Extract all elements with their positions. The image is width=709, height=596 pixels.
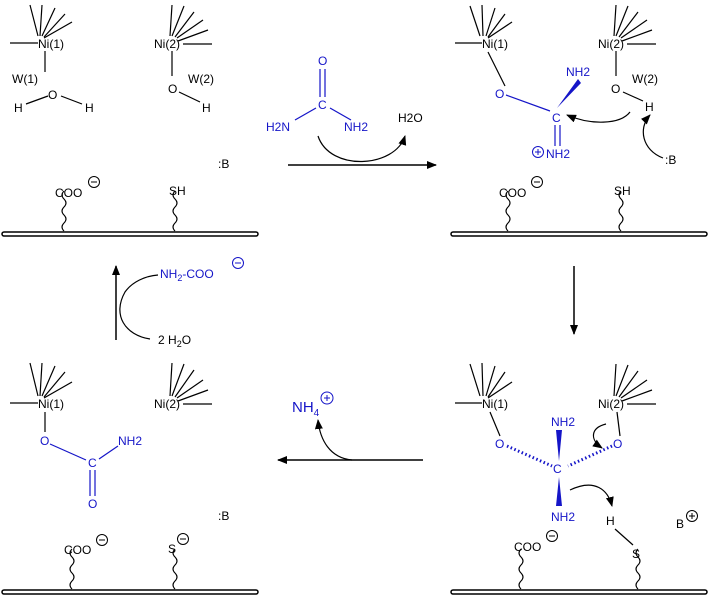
carbamate-carbonyl-o: O <box>88 497 97 511</box>
urea-oxygen: O <box>318 54 327 68</box>
curved-arrow-water-release <box>317 135 407 163</box>
w1-label: W(1) <box>12 72 38 86</box>
carbamate-carbon: C <box>88 456 97 470</box>
panel-urea-bound: Ni(1) Ni(2) O NH2 C NH2 W(2) O H :B COO <box>450 4 708 237</box>
curved-arrow-deprotonation <box>640 114 664 159</box>
carbamate-nh2: NH2 <box>118 434 142 448</box>
ni1-label-2: Ni(1) <box>482 37 508 51</box>
panel-tetrahedral-intermediate: Ni(1) Ni(2) O O NH2 C NH2 H S B COO <box>450 362 708 595</box>
ni2-label: Ni(2) <box>154 37 180 51</box>
sh-label: SH <box>169 184 186 198</box>
thiolate-s: S <box>168 542 176 556</box>
coo-label: COO <box>55 186 82 200</box>
w2-label: W(2) <box>188 72 214 86</box>
w2-oxygen: O <box>168 82 177 96</box>
ni1-ligand-fan <box>10 4 73 72</box>
thiol-h-3: H <box>606 514 615 528</box>
step-urea-binding: O C H2N NH2 H2O <box>266 54 437 169</box>
urea-carbon: C <box>318 98 327 112</box>
panel-resting-state: Ni(1) Ni(2) W(1) O H H W(2) O H :B COO S… <box>1 4 259 237</box>
ammonium-label: NH4 <box>292 399 320 419</box>
base-label-4: :B <box>218 509 229 523</box>
w1-h-right: H <box>85 101 94 115</box>
w2-h-2: H <box>645 100 654 114</box>
ni2-label-3: Ni(2) <box>598 397 624 411</box>
iminium-nh2: NH2 <box>546 147 570 161</box>
water-in-label: 2 H2O <box>158 333 191 349</box>
ni2-ligand-fan-4 <box>169 362 212 405</box>
coo-label-2: COO <box>499 186 526 200</box>
ni1-ligand-fan-3 <box>455 362 513 437</box>
asp-sidechain <box>61 190 67 232</box>
panel-carbamate-bound: Ni(1) Ni(2) O C NH2 O :B COO S <box>1 362 259 595</box>
urea-nh2-2: NH2 <box>566 65 590 79</box>
step-carbamate-release: NH2-COO 2 H2O <box>112 257 244 349</box>
w2-h: H <box>202 101 211 115</box>
carbamate-oxygen: O <box>40 434 49 448</box>
cys-sidechain <box>172 190 178 232</box>
central-carbon-3: C <box>553 462 562 476</box>
ni2-label-2: Ni(2) <box>598 37 624 51</box>
ni2-ligand-fan-3 <box>613 363 656 437</box>
ni2-ligand-fan <box>169 4 212 76</box>
wedge-bond-bottom <box>556 477 562 506</box>
coo-label-4: COO <box>64 543 91 557</box>
w1-oxygen: O <box>48 88 57 102</box>
curved-arrow-protonation <box>569 484 614 507</box>
ni1-label-3: Ni(1) <box>482 397 508 411</box>
wedge-bond-nh2 <box>557 79 581 108</box>
oxygen-left-3: O <box>495 437 504 451</box>
w2-oxygen-2: O <box>611 82 620 96</box>
w2-label-2: W(2) <box>632 72 658 86</box>
sh-label-2: SH <box>614 184 631 198</box>
urea-nh2-left: H2N <box>266 120 290 134</box>
base-label-2: :B <box>665 153 676 167</box>
water-out-label: H2O <box>398 111 423 125</box>
base-label: :B <box>218 157 229 171</box>
base-plus-label: B <box>676 517 684 531</box>
curved-arrow-ammonium <box>314 419 353 461</box>
protein-surface-3 <box>450 589 708 595</box>
wedge-bond-top <box>556 430 562 461</box>
ni2-ligand-fan-2 <box>613 4 656 76</box>
ni1-label: Ni(1) <box>38 37 64 51</box>
coo-label-3: COO <box>514 540 541 554</box>
step-ammonia-release: NH4 <box>277 391 423 464</box>
protein-surface-2 <box>450 231 708 237</box>
hashed-bond-right <box>567 444 613 468</box>
carbamate-product-label: NH2-COO <box>160 267 214 283</box>
ni1-ligand-fan-2 <box>455 4 513 87</box>
nh2-top-3: NH2 <box>551 415 575 429</box>
w1-h-left: H <box>14 101 23 115</box>
bridging-oxygen: O <box>495 87 504 101</box>
ni1-ligand-fan-4 <box>10 362 73 432</box>
ni1-label-4: Ni(1) <box>38 397 64 411</box>
curved-arrow-nucleophilic <box>566 111 631 123</box>
ni2-label-4: Ni(2) <box>154 397 180 411</box>
urea-carbon-2: C <box>552 111 561 125</box>
nh2-bottom-3: NH2 <box>551 510 575 524</box>
protein-surface-4 <box>1 589 259 595</box>
curved-arrow-o-to-c <box>592 423 607 449</box>
protein-surface <box>1 231 259 237</box>
oxygen-right-3: O <box>613 437 622 451</box>
curved-arrow-water-carbamate <box>119 274 159 340</box>
urea-nh2-right: NH2 <box>344 120 368 134</box>
hashed-bond-left <box>506 444 553 468</box>
